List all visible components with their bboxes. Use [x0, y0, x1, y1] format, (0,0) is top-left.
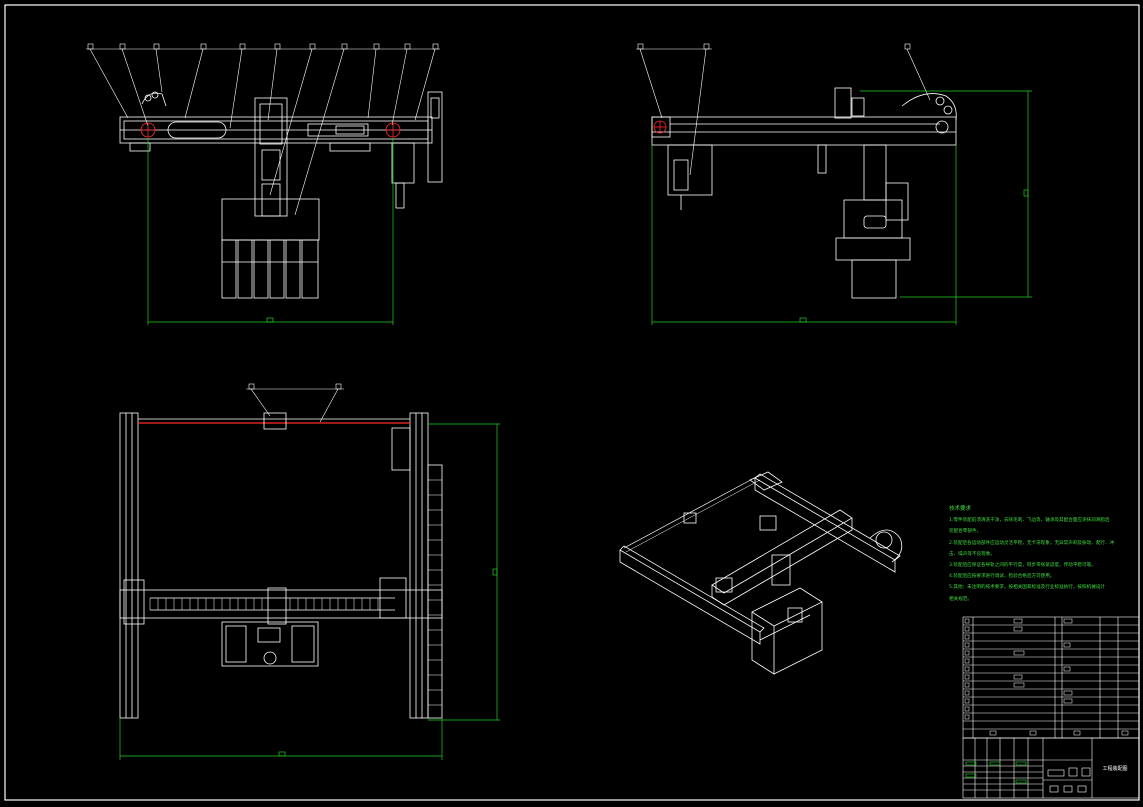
drawing-name: 工程装配图	[1102, 765, 1127, 772]
top-dimension	[119, 423, 500, 760]
title-block-green	[965, 761, 1027, 784]
technical-requirements: 技术要求 1.零件装配前须清洗干净，去除毛刺、飞边等，轴承及其配合面应涂抹润滑脂…	[949, 504, 1139, 605]
front-dimension	[147, 138, 394, 325]
side-dimension	[651, 90, 1032, 325]
requirement-line: 击、噪声等不良现象。	[949, 551, 995, 557]
isometric-view	[619, 471, 903, 675]
requirement-line: 5.其他：未注明的技术要求，按相关国家标准及行业标准执行，按照机械设计	[949, 585, 1105, 591]
top-view	[119, 383, 500, 760]
parts-list	[962, 616, 1140, 739]
sheet-border	[4, 4, 1140, 801]
requirement-line: 3.装配后应保证各导轨之间的平行度，同步带张紧适度，传动平稳可靠。	[949, 563, 1096, 569]
parts-list-marks	[964, 618, 1129, 736]
requirement-line: 4.装配后应按要求进行调试，检验合格后方可使用。	[949, 574, 1055, 580]
requirement-line: 1.零件装配前须清洗干净，去除毛刺、飞边等，轴承及其配合面应涂抹润滑脂后	[949, 518, 1110, 524]
requirement-line: 2.装配后各运动部件应运动灵活平稳，无卡滞现象，无异常声响及振动、爬行、冲	[949, 540, 1115, 546]
beam-teeth	[149, 598, 379, 610]
front-leaders	[86, 43, 440, 216]
front-view	[86, 43, 443, 325]
requirement-line: 装配各零部件。	[949, 529, 982, 535]
chain-links	[428, 479, 442, 706]
side-view	[636, 43, 1032, 325]
side-leaders	[636, 43, 931, 176]
top-leaders	[246, 383, 344, 423]
requirement-line: 相关规范。	[949, 596, 972, 602]
gripper-fingers	[221, 239, 319, 299]
title-block	[962, 737, 1140, 799]
technical-requirements-title: 技术要求	[949, 506, 972, 512]
